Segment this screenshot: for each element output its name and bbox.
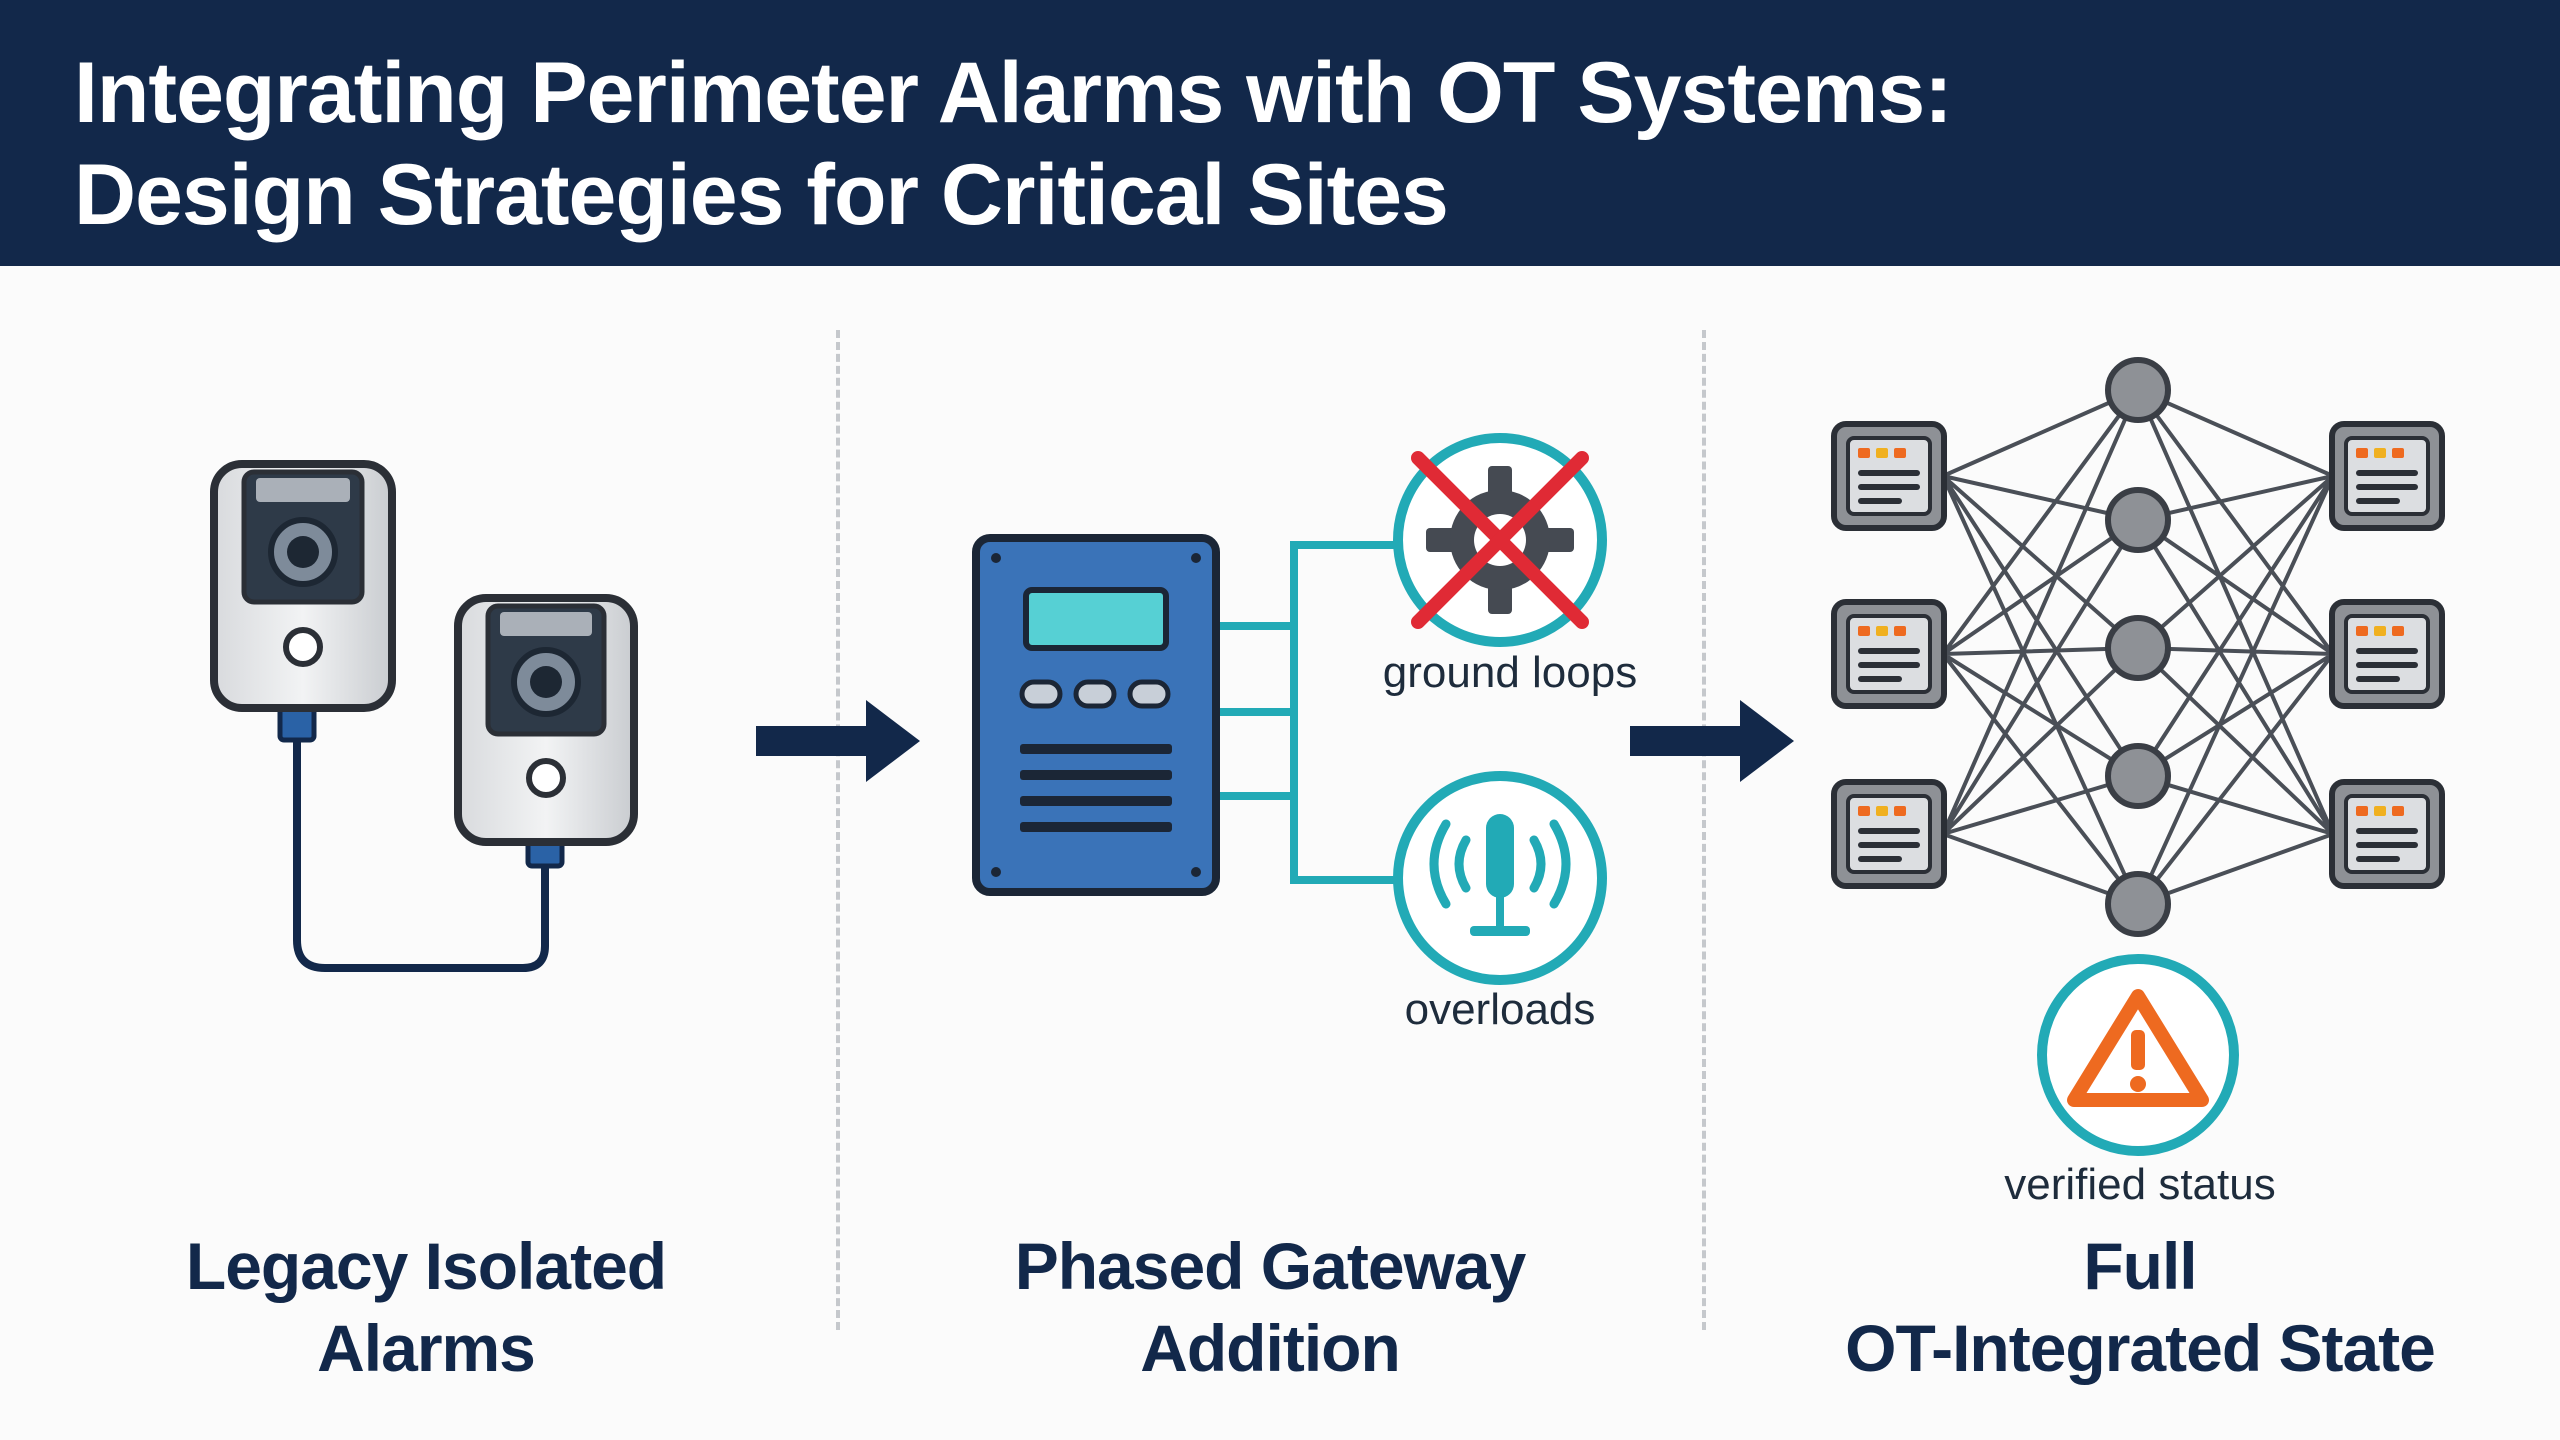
server-icon (2332, 782, 2442, 886)
network-node-icon (2105, 871, 2171, 937)
network-node-icon (2105, 357, 2171, 423)
red-x-icon (1411, 451, 1589, 629)
network-node-icon (2105, 743, 2171, 809)
server-icon (2332, 424, 2442, 528)
stage-divider-2 (1702, 330, 1706, 1330)
network-node-icon (2105, 615, 2171, 681)
server-icon (2332, 602, 2442, 706)
stage-label-line-2: OT-Integrated State (1845, 1311, 2436, 1385)
microphone-signal-icon (1429, 814, 1571, 936)
server-icon (1834, 424, 1944, 528)
server-icon (1834, 602, 1944, 706)
gateway-device-icon (972, 534, 1220, 896)
stage-label-integrated: Full OT-Integrated State (1780, 1225, 2500, 1389)
network-mesh-links (1941, 388, 2335, 906)
arrow-right-icon (1630, 700, 1794, 782)
warning-triangle-icon (2067, 989, 2209, 1107)
stage-label-line-1: Phased Gateway (1014, 1229, 1527, 1303)
stage-label-legacy: Legacy Isolated Alarms (126, 1225, 726, 1389)
sensor-cable (293, 730, 549, 972)
alarm-sensor-icon (210, 460, 396, 743)
alarm-sensor-icon (454, 594, 638, 869)
server-icon (1834, 782, 1944, 886)
stage-label-line-1: Legacy Isolated (185, 1229, 667, 1303)
network-node-icon (2105, 487, 2171, 553)
page-title-line-2: Design Strategies for Critical Sites (74, 147, 1449, 243)
stage-label-line-1: Full (2083, 1229, 2197, 1303)
ground-loops-label: ground loops (1382, 648, 1638, 697)
gateway-connectors (1216, 541, 1398, 884)
verified-status-label: verified status (2004, 1160, 2276, 1209)
stage-label-gateway: Phased Gateway Addition (970, 1225, 1570, 1389)
stage-label-line-2: Alarms (317, 1311, 536, 1385)
overloads-label: overloads (1404, 985, 1596, 1034)
title-banner: Integrating Perimeter Alarms with OT Sys… (0, 0, 2560, 266)
stage-label-line-2: Addition (1140, 1311, 1401, 1385)
stage-divider-1 (836, 330, 840, 1330)
page-title-line-1: Integrating Perimeter Alarms with OT Sys… (74, 45, 1953, 141)
arrow-right-icon (756, 700, 920, 782)
